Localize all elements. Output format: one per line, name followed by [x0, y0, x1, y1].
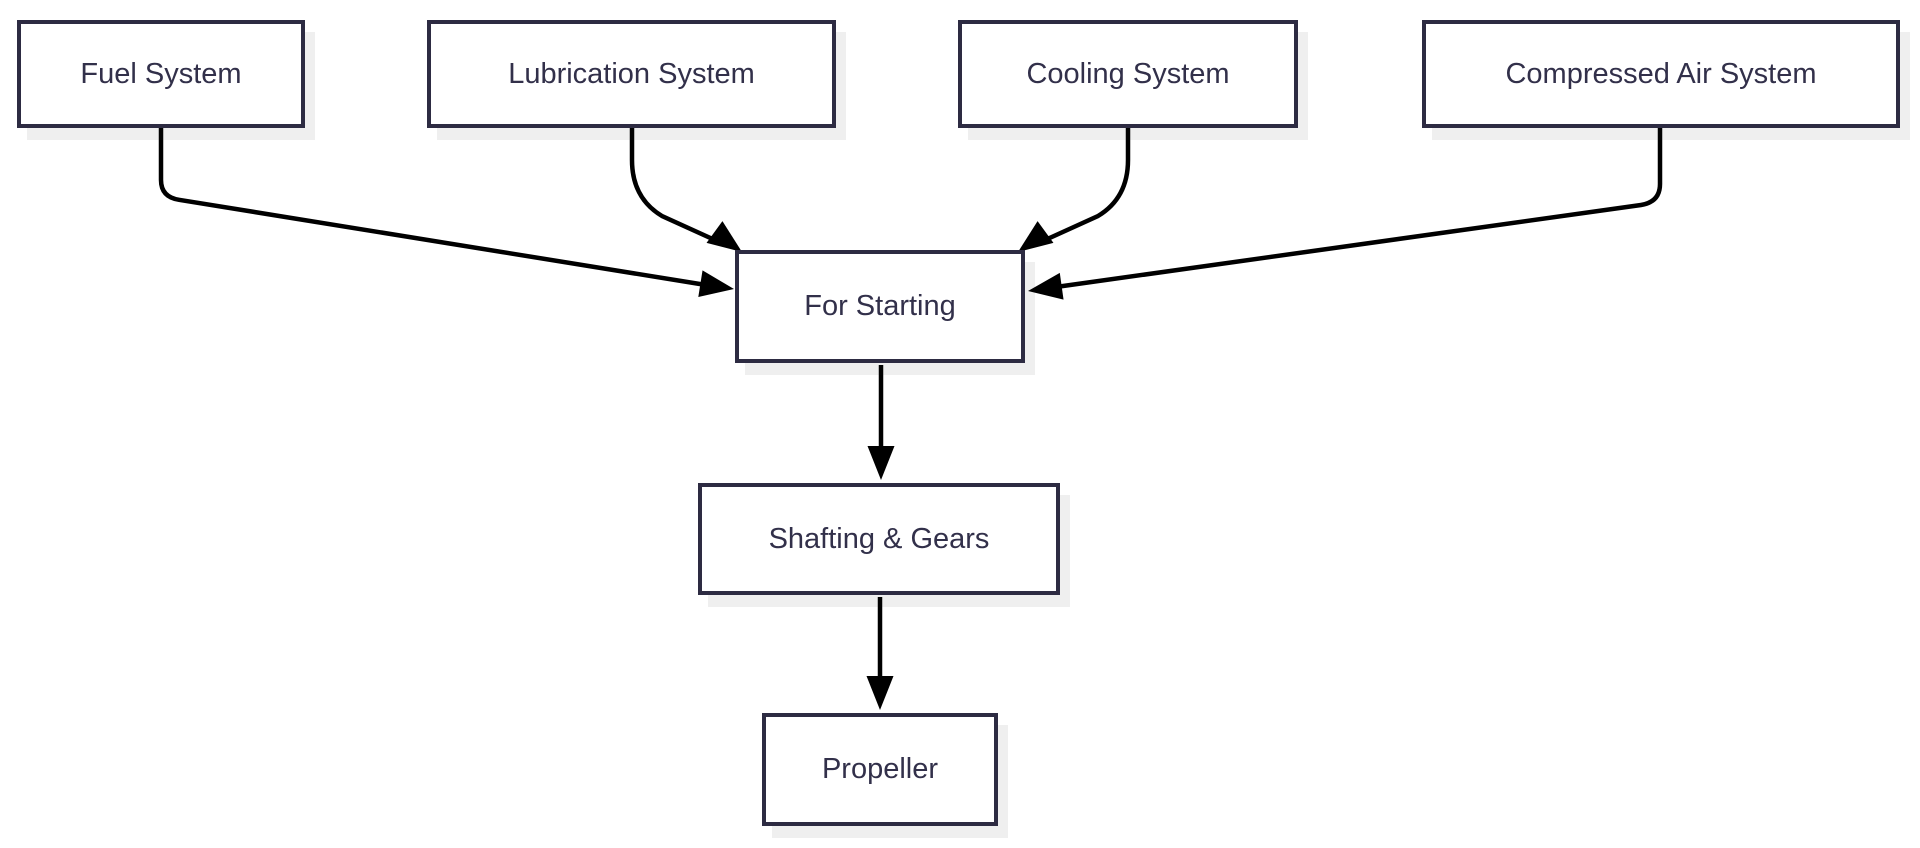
arrowhead-cooling-to-starting: [1018, 221, 1054, 252]
node-compressed-air-system: Compressed Air System: [1422, 20, 1900, 128]
node-cooling-system-label: Cooling System: [1026, 57, 1230, 90]
node-fuel-system-label: Fuel System: [80, 57, 242, 90]
node-lubrication-system-label: Lubrication System: [508, 57, 755, 90]
arrowhead-fuel-to-starting: [698, 270, 734, 298]
node-propeller-label: Propeller: [821, 753, 939, 786]
arrowhead-lubrication-to-starting: [706, 221, 742, 252]
node-shafting-gears-label: Shafting & Gears: [768, 522, 990, 555]
node-fuel-system: Fuel System: [17, 20, 305, 128]
node-shafting-gears: Shafting & Gears: [698, 483, 1060, 595]
arrowhead-starting-to-shafting: [867, 446, 895, 480]
arrowhead-shafting-to-propeller: [866, 676, 894, 710]
edge-lubrication-to-starting: [629, 126, 718, 244]
node-for-starting: For Starting: [735, 250, 1025, 363]
node-cooling-system: Cooling System: [958, 20, 1298, 128]
node-compressed-air-system-label: Compressed Air System: [1505, 57, 1817, 90]
edge-cooling-to-starting: [1042, 126, 1131, 244]
arrowhead-compressed-to-starting: [1028, 272, 1064, 300]
edge-fuel-to-starting: [158, 126, 707, 288]
node-for-starting-label: For Starting: [804, 290, 956, 323]
node-propeller: Propeller: [762, 713, 998, 826]
edge-compressed-to-starting: [1055, 126, 1663, 290]
node-lubrication-system: Lubrication System: [427, 20, 836, 128]
